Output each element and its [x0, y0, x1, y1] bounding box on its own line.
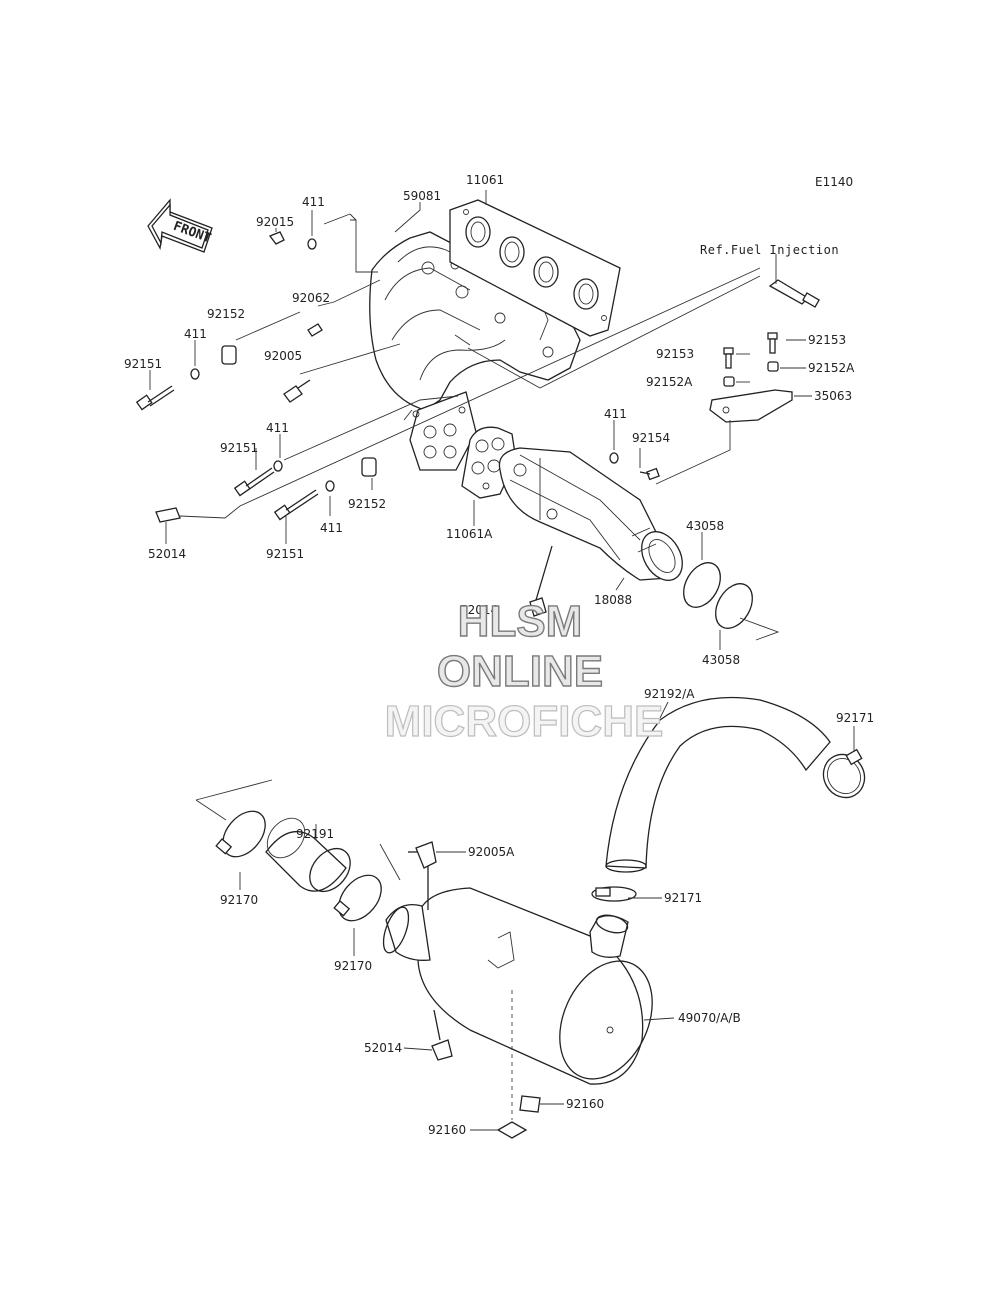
- fitting-52014-lower: [431, 1009, 453, 1061]
- label-52014-left: 52014: [148, 547, 186, 561]
- ref-fuel-injection-label: Ref.Fuel Injection: [700, 243, 839, 257]
- label-92151-left: 92151: [124, 357, 162, 371]
- bolt-92151-c: [273, 489, 319, 521]
- exhaust-pipe: [498, 447, 683, 581]
- label-92152-lower: 92152: [348, 497, 386, 511]
- muffler-49070: [382, 887, 653, 1120]
- label-92170-right: 92170: [334, 959, 372, 973]
- label-43058-lower: 43058: [702, 653, 740, 667]
- label-411-top: 411: [302, 195, 325, 209]
- label-92152-upper: 92152: [207, 307, 245, 321]
- washer-411-b: [273, 460, 283, 472]
- label-92005: 92005: [264, 349, 302, 363]
- label-49070: 49070/A/B: [678, 1011, 741, 1025]
- label-35063: 35063: [814, 389, 852, 403]
- label-52014-center: 52014: [460, 603, 498, 617]
- washer-411-c: [325, 480, 335, 492]
- exhaust-hose-92192: [605, 696, 831, 869]
- watermark: HLSM ONLINE MICROFICHE: [384, 596, 664, 746]
- collar-92152a-upper: [767, 361, 779, 372]
- label-92151-mid: 92151: [220, 441, 258, 455]
- collar-92152-a: [221, 345, 237, 365]
- fitting-92005: [283, 379, 311, 403]
- bolt-92151-b: [233, 467, 275, 497]
- o-ring-2: [715, 583, 753, 629]
- label-411-mid: 411: [266, 421, 289, 435]
- label-92171-upper: 92171: [836, 711, 874, 725]
- washer-411-d: [307, 238, 317, 250]
- washer-411-a: [190, 368, 200, 380]
- label-411-right: 411: [604, 407, 627, 421]
- o-ring-1: [683, 562, 721, 608]
- label-92171-lower: 92171: [664, 891, 702, 905]
- label-92153-right: 92153: [808, 333, 846, 347]
- label-92153-left: 92153: [656, 347, 694, 361]
- label-92192: 92192/A: [644, 687, 695, 701]
- label-92170-left: 92170: [220, 893, 258, 907]
- watermark-line-1: HLSM: [458, 597, 583, 646]
- bolt-92151-a: [135, 385, 175, 411]
- label-59081: 59081: [403, 189, 441, 203]
- label-92191: 92191: [296, 827, 334, 841]
- label-92151-low: 92151: [266, 547, 304, 561]
- hose-coupler-92191: [265, 817, 351, 893]
- stud-92062: [307, 323, 323, 337]
- label-92160-right: 92160: [566, 1097, 604, 1111]
- sensor-connector: [768, 279, 820, 308]
- hose-clamp-92171-upper: [822, 748, 866, 799]
- collar-92152-b: [361, 457, 377, 477]
- washer-411-e: [609, 452, 619, 464]
- pad-92160-a: [519, 1095, 541, 1113]
- label-92062: 92062: [292, 291, 330, 305]
- label-92015: 92015: [256, 215, 294, 229]
- fitting-52014-left: [155, 507, 181, 523]
- plug-92015: [268, 231, 285, 245]
- label-92154: 92154: [632, 431, 670, 445]
- watermark-line-3: MICROFICHE: [385, 697, 664, 746]
- bracket-35063: [709, 389, 793, 423]
- fitting-92005a: [408, 841, 437, 910]
- label-92152a-right: 92152A: [808, 361, 855, 375]
- hose-clamp-92171-lower: [591, 886, 637, 902]
- bolt-92153-lower: [723, 347, 734, 369]
- leader-lines: [149, 190, 855, 1131]
- fitting-52014-center: [529, 545, 553, 617]
- label-92160-left: 92160: [428, 1123, 466, 1137]
- label-11061: 11061: [466, 173, 504, 187]
- bolt-92154: [639, 467, 660, 481]
- watermark-line-2: ONLINE: [437, 647, 603, 696]
- label-43058-upper: 43058: [686, 519, 724, 533]
- bolt-92153-upper: [767, 332, 778, 354]
- pad-92160-b: [496, 1121, 528, 1139]
- hose-clamp-92170-right: [333, 874, 382, 922]
- label-411-low: 411: [320, 521, 343, 535]
- label-11061a: 11061A: [446, 527, 493, 541]
- manifold-gasket: [449, 199, 621, 337]
- collar-92152a-lower: [723, 376, 735, 387]
- diagram-code: E1140: [815, 175, 853, 189]
- hose-end: [605, 859, 647, 873]
- label-411-left: 411: [184, 327, 207, 341]
- label-92152a-left: 92152A: [646, 375, 693, 389]
- front-direction-arrow: FRONT: [147, 198, 213, 253]
- label-52014-lower: 52014: [364, 1041, 402, 1055]
- hose-clamp-92170-left: [215, 810, 266, 858]
- label-18088: 18088: [594, 593, 632, 607]
- label-92005a: 92005A: [468, 845, 515, 859]
